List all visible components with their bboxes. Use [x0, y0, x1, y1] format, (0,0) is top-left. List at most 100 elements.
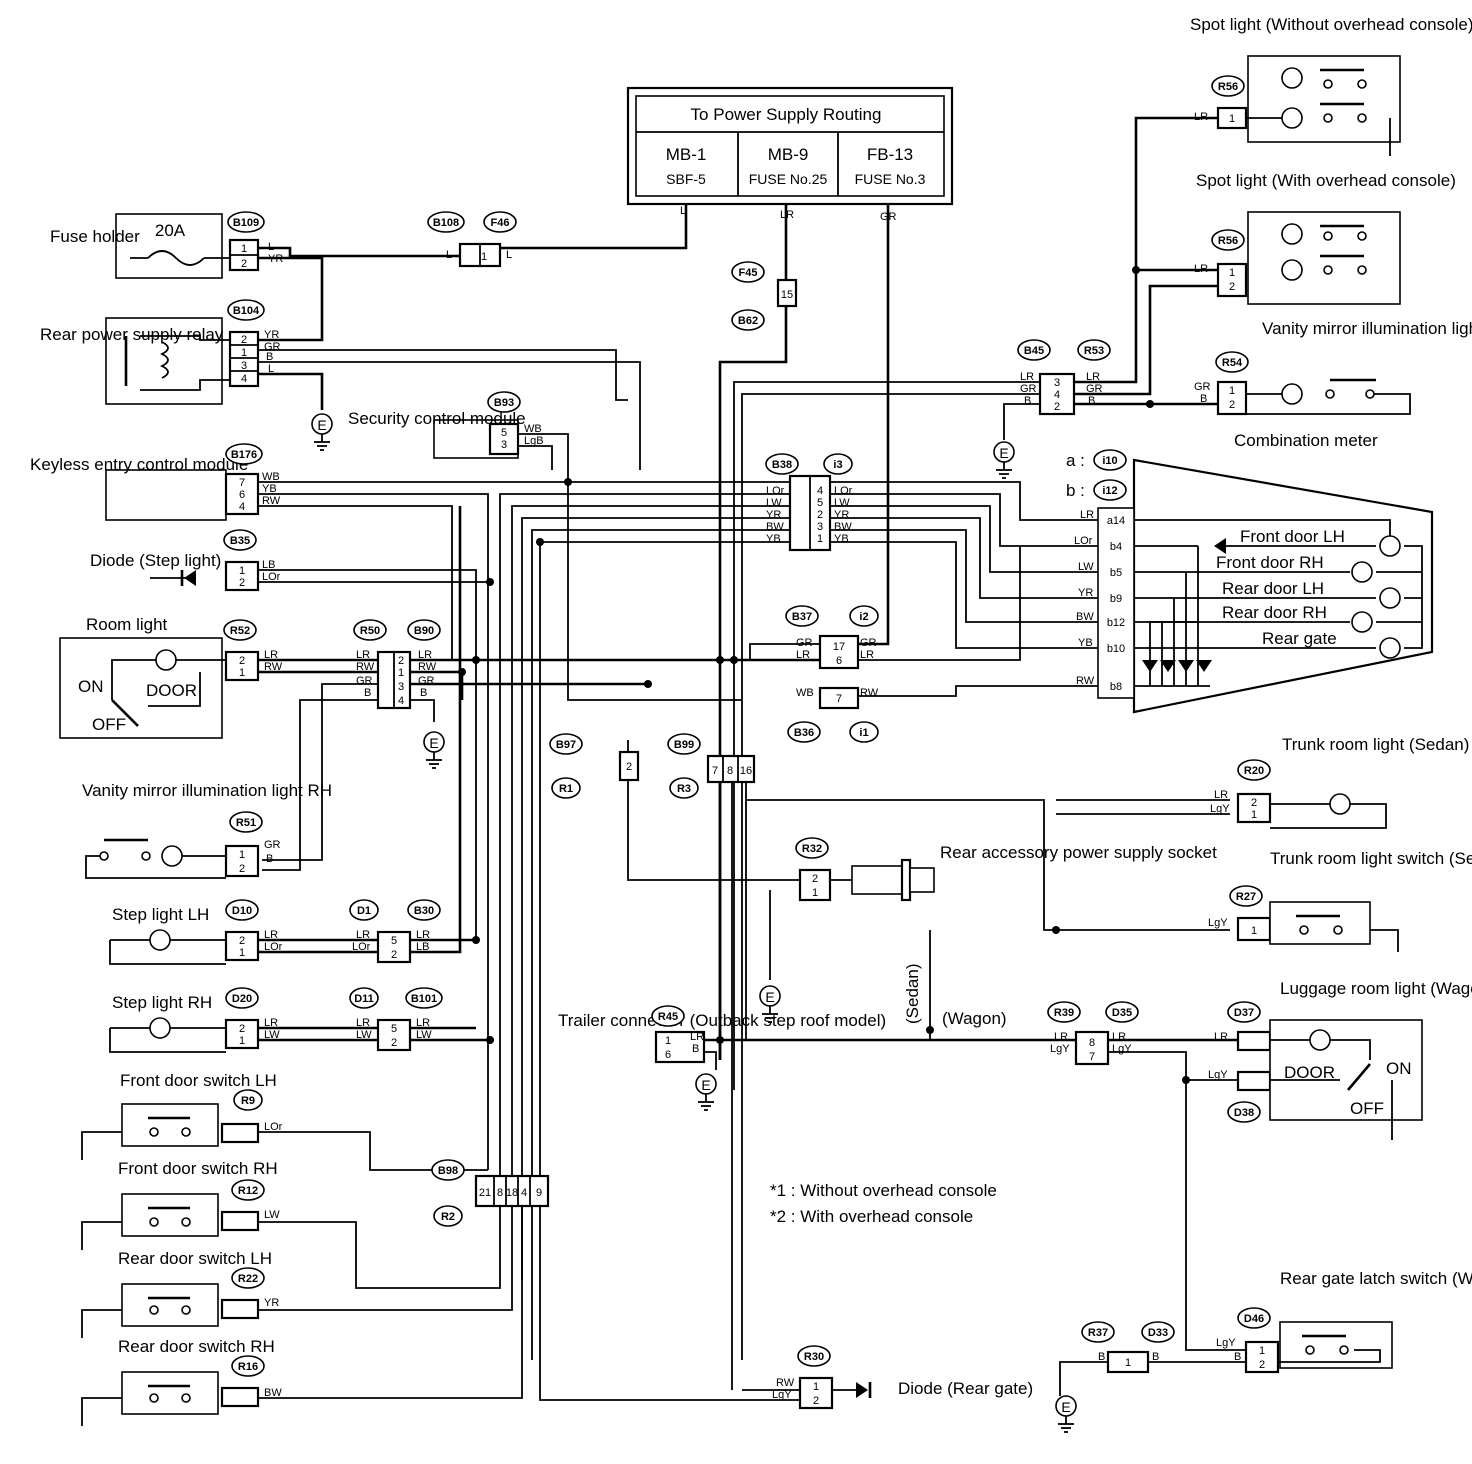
connector-tags: B109 B108 F46 B104 F45 B62 B93 B176 B35 … — [223, 75, 1271, 1377]
pin: 1 — [1251, 809, 1257, 821]
wc-b-b45: B — [1024, 395, 1031, 407]
wc-gr-b104: GR — [264, 341, 281, 353]
wc-lw-b101: LW — [416, 1029, 432, 1041]
rear-gate-label: Rear gate — [1262, 629, 1337, 648]
pin: 2 — [1251, 797, 1257, 809]
tag-b90: B90 — [414, 625, 434, 637]
wc-yb-b176: YB — [262, 483, 277, 495]
pin: 7 — [1089, 1051, 1095, 1063]
power-supply-box: To Power Supply Routing MB-1 SBF-5 MB-9 … — [626, 86, 954, 206]
trunk-light — [1270, 793, 1387, 829]
pin: 2 — [1229, 399, 1235, 411]
wc-yb-i3: YB — [834, 533, 849, 545]
ground-letter-4: E — [765, 989, 774, 1005]
wc-lor-r9: LOr — [264, 1121, 283, 1133]
wc-lgy-d46: LgY — [1216, 1337, 1236, 1349]
rear-accessory-label: Rear accessory power supply socket — [940, 843, 1217, 862]
luggage-door-label: DOOR — [1284, 1063, 1335, 1082]
luggage-label: Luggage room light (Wagon) — [1280, 979, 1472, 998]
fuse-holder: 20A Fuse holder — [50, 213, 230, 279]
pin: 15 — [781, 289, 793, 301]
pin: 8 — [1089, 1037, 1095, 1049]
wc-rw-r52: RW — [264, 661, 283, 673]
wc-lb-b35: LB — [262, 559, 275, 571]
tag-d10: D10 — [232, 905, 252, 917]
tag-d20: D20 — [232, 993, 252, 1005]
tag-r22: R22 — [238, 1273, 258, 1285]
wc-rw-b176: RW — [262, 495, 281, 507]
pin: 2 — [817, 509, 823, 521]
wc-lr-d11: LR — [356, 1017, 370, 1029]
wc-lr-b45: LR — [1020, 371, 1034, 383]
tag-r9: R9 — [241, 1095, 255, 1107]
power-col-1-sub: SBF-5 — [666, 171, 706, 187]
wc-rw-b90: RW — [418, 661, 437, 673]
tag-d46: D46 — [1244, 1313, 1264, 1325]
wc-b-r53: B — [1088, 395, 1095, 407]
pin: 2 — [1259, 1359, 1265, 1371]
room-on-label: ON — [78, 677, 104, 696]
spot-light-1 — [1246, 55, 1401, 156]
tag-b35: B35 — [230, 535, 250, 547]
wc-lr-meter: LR — [1080, 509, 1094, 521]
wc-lr-d10: LR — [264, 929, 278, 941]
pin: 1 — [239, 667, 245, 679]
wc-lw-meter: LW — [1078, 561, 1094, 573]
wc-lr-d37: LR — [1214, 1031, 1228, 1043]
pin: 1 — [241, 347, 247, 359]
wc-bw-meter: BW — [1076, 611, 1094, 623]
wc-lw-r12: LW — [264, 1209, 280, 1221]
pin: 2 — [391, 949, 397, 961]
trunk-light-label: Trunk room light (Sedan) — [1282, 735, 1469, 754]
tag-r12: R12 — [238, 1185, 258, 1197]
ground-icons — [311, 413, 1077, 1433]
wc-lgy-r27: LgY — [1208, 917, 1228, 929]
tag-r3: R3 — [677, 783, 691, 795]
wc-lr-r52: LR — [264, 649, 278, 661]
pin: 6 — [665, 1049, 671, 1061]
pin: 1 — [812, 887, 818, 899]
wc-wb-b176: WB — [262, 471, 280, 483]
tag-r30: R30 — [804, 1351, 824, 1363]
tag-i3: i3 — [833, 459, 842, 471]
wc-lr-r50: LR — [356, 649, 370, 661]
wc-wb-b93: WB — [524, 423, 542, 435]
tag-b62: B62 — [738, 315, 758, 327]
tag-d11: D11 — [354, 993, 374, 1005]
tag-b97: B97 — [556, 739, 576, 751]
ground-letter-3: E — [429, 735, 438, 751]
tag-f45: F45 — [739, 267, 758, 279]
rear-door-rh-label: Rear door RH — [1222, 603, 1327, 622]
wc-lw-d20: LW — [264, 1029, 280, 1041]
pin: b5 — [1110, 567, 1122, 579]
ground-letter-2: E — [999, 445, 1008, 461]
room-light-label: Room light — [86, 615, 168, 634]
pin: 2 — [626, 761, 632, 773]
wc-gr-r51: GR — [264, 839, 281, 851]
note-1: *1 : Without overhead console — [770, 1181, 997, 1200]
tag-r56-a: R56 — [1218, 81, 1238, 93]
trailer-label: Trailer connector (Outback step roof mod… — [558, 1011, 886, 1030]
wc-lr-d20: LR — [264, 1017, 278, 1029]
pin: 1 — [398, 667, 404, 679]
tag-b98: B98 — [438, 1165, 458, 1177]
pin: 1 — [241, 243, 247, 255]
tag-d1: D1 — [357, 905, 371, 917]
vanity-rh-label: Vanity mirror illumination light RH — [82, 781, 332, 800]
pin: 17 — [833, 641, 845, 653]
wc-b-d46: B — [1234, 1351, 1241, 1363]
wc-lor-b38: LOr — [766, 485, 785, 497]
wc-rw-i1: RW — [860, 687, 879, 699]
pin: 1 — [1229, 385, 1235, 397]
wc-lw-d11: LW — [356, 1029, 372, 1041]
wc-rw-r30: RW — [776, 1377, 795, 1389]
wc-lor-b35: LOr — [262, 571, 281, 583]
pin: 4 — [241, 373, 247, 385]
tag-r37: R37 — [1088, 1327, 1108, 1339]
vanity-lh-label: Vanity mirror illumination light LH — [1262, 319, 1472, 338]
tag-i12: i12 — [1102, 485, 1117, 497]
wc-b-r50: B — [364, 687, 371, 699]
pin: 2 — [241, 258, 247, 270]
tag-r20: R20 — [1244, 765, 1264, 777]
